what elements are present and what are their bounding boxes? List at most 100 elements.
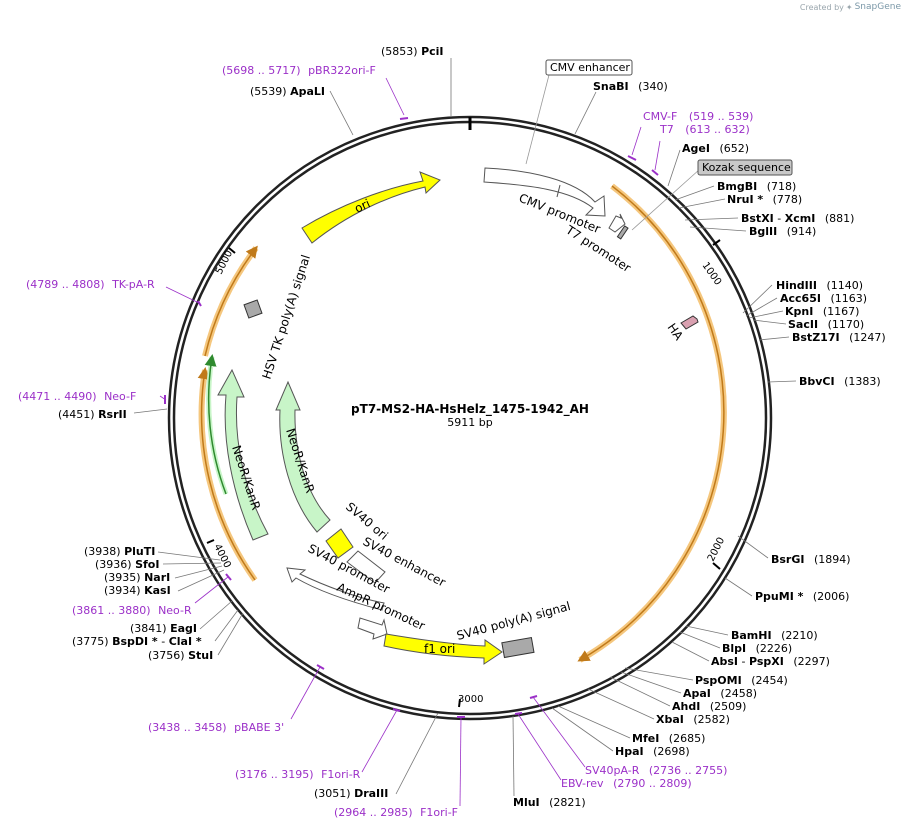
kozak-callout: Kozak sequence [631, 159, 793, 231]
primer-mark-tk-pa-r [197, 300, 202, 307]
primer-leaders [159, 77, 661, 807]
site-leader-bglii [689, 226, 747, 232]
cmv-enhancer-box [545, 59, 633, 76]
brand-name: SnapGene [854, 2, 901, 12]
snapgene-logo-icon: ✦ [845, 2, 853, 12]
site-label-pluti: (3938) PluTI [84, 545, 155, 558]
site-label-absi: AbsI - PspXI (2297) [711, 655, 830, 668]
hsv-tk-polya-block [243, 299, 263, 319]
primer-label-sv40pa-r: SV40pA-R (2736 .. 2755) [585, 764, 727, 777]
neo-orf-arc [206, 356, 229, 495]
primer-label-tk-pa-r: (4789 .. 4808) TK-pA-R [26, 278, 155, 291]
site-leader-pspomi [624, 667, 694, 681]
feature-label-cmv-enhancer: CMV enhancer [550, 61, 630, 74]
tick-label-3000: 3000 [458, 694, 483, 705]
kozak-leader [631, 168, 701, 231]
site-leader-bspdi [214, 609, 239, 642]
tick-label-2000: 2000 [706, 536, 727, 564]
primer-mark-sv40pa-r [529, 695, 538, 699]
site-leader-mfei [557, 705, 631, 739]
site-label-bsrgi: BsrGI (1894) [771, 553, 851, 566]
snapgene-brand: Created by ✦ SnapGene [800, 2, 901, 12]
site-label-xbai: XbaI (2582) [656, 713, 730, 726]
cmv-divider [556, 184, 561, 198]
primer-label-neo-r: (3861 .. 3880) Neo-R [72, 604, 192, 617]
primer-leader-ebv-rev [517, 713, 562, 781]
primer-leader-neo-r [194, 576, 229, 604]
orf-arc-topleft-line [204, 245, 258, 357]
site-leader-eagi [199, 600, 233, 630]
kozak-box [697, 159, 793, 176]
site-leader-ahdi [609, 676, 671, 707]
site-label-snabi: SnaBI (340) [593, 80, 668, 93]
site-leader-apali [329, 90, 354, 136]
site-leader-hindiii [742, 284, 773, 314]
site-label-mfei: MfeI (2685) [632, 732, 705, 745]
site-leader-absi [671, 641, 710, 662]
t7-promoter-arrow [608, 213, 626, 233]
kozak-mark [616, 225, 629, 240]
site-leader-bamhi [685, 625, 729, 636]
primer-leader-tk-pa-r [165, 286, 200, 304]
site-label-mlui: MluI (2821) [513, 796, 586, 809]
feature-label-ori: ori [352, 196, 372, 215]
site-label-ppumi: PpuMI * (2006) [755, 590, 849, 603]
site-label-pspomi: PspOMI (2454) [695, 674, 788, 687]
primer-label-t7: T7 (613 .. 632) [659, 123, 750, 136]
primer-label-neo-f: (4471 .. 4490) Neo-F [18, 390, 136, 403]
site-label-bspdi-clai: (3775) BspDI * - ClaI * [72, 635, 202, 648]
brand-created-by: Created by [799, 2, 844, 12]
site-leader-bsrgi [737, 535, 769, 559]
primer-mark-t7 [651, 169, 659, 176]
site-leader-bstxi [684, 217, 739, 221]
neor-kanr-inner-arrow [275, 380, 331, 533]
primer-leader-sv40pa-r [532, 696, 586, 768]
cmv-enhancer-leader [525, 74, 550, 165]
site-leader-snabi [574, 91, 597, 135]
site-leader-nari [174, 565, 223, 579]
site-label-bstz17i: BstZ17I (1247) [792, 331, 886, 344]
site-label-apali: (5539) ApaLI [250, 85, 325, 98]
site-leader-apai [620, 671, 682, 694]
site-leader-mlui [512, 715, 515, 797]
feature-label-f1-ori: f1 ori [424, 642, 455, 656]
site-leader-ppumi [724, 577, 753, 597]
tick-mark-4000 [206, 539, 215, 544]
primer-label-ebv-rev: EBV-rev (2790 .. 2809) [561, 777, 692, 790]
plasmid-name: pT7-MS2-HA-HsHelz_1475-1942_AH [351, 402, 589, 417]
primer-leader-pbr322ori-f [385, 77, 405, 116]
site-leader-kpni [748, 310, 784, 319]
cmv-enhancer-callout: CMV enhancer [525, 59, 633, 165]
site-leaders [133, 58, 797, 797]
primer-label-cmv-f: CMV-F (519 .. 539) [643, 110, 753, 123]
primer-leader-neo-f [159, 395, 167, 401]
tick-mark-1000 [712, 239, 721, 246]
site-leader-sacii [752, 319, 787, 325]
primer-mark-ebv-rev [514, 712, 523, 715]
primer-mark-pbabe3 [316, 664, 325, 670]
site-leader-stui [217, 612, 244, 656]
site-label-kpni: KpnI (1167) [785, 305, 859, 318]
tick-mark-2000 [712, 562, 721, 570]
neo-orf-arc-line [204, 354, 227, 495]
f1-ori-arrow [383, 633, 503, 665]
site-leader-draiii [395, 712, 439, 795]
site-label-apai: ApaI (2458) [683, 687, 757, 700]
site-leader-nrui [678, 198, 726, 209]
site-leader-rsrii [133, 408, 168, 414]
ampr-promoter-arrow [357, 617, 388, 640]
primer-mark-cmv-f [627, 155, 637, 161]
tick-mark-5000 [228, 247, 236, 254]
feature-label-kozak: Kozak sequence [702, 161, 791, 174]
site-label-bamhi: BamHI (2210) [731, 629, 818, 642]
site-label-nrui: NruI * (778) [727, 193, 802, 206]
primer-leader-pbabe3 [290, 666, 321, 720]
site-leader-sfoi [162, 562, 222, 565]
primer-label-f1ori-r: (3176 .. 3195) F1ori-R [235, 768, 361, 781]
site-leader-hpai [551, 707, 614, 752]
primer-label-pbr322ori-f: (5698 .. 5717) pBR322ori-F [222, 64, 376, 77]
tick-label-1000: 1000 [700, 260, 724, 287]
site-label-ahdi: AhdI (2509) [672, 700, 746, 713]
primer-leader-t7 [654, 140, 661, 171]
